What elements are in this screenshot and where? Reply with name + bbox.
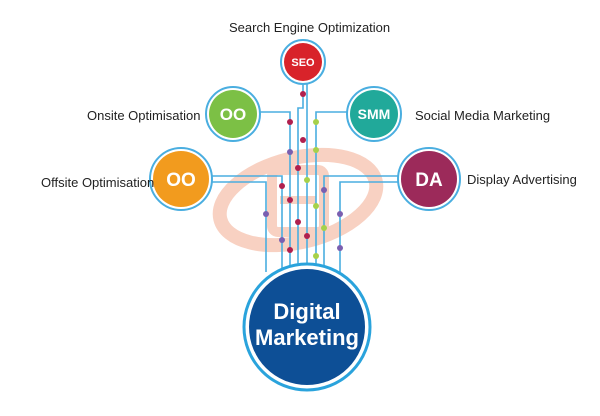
dot (295, 219, 301, 225)
center-title-line2: Marketing (255, 325, 359, 350)
node-seo: SEO (280, 39, 326, 85)
node-seo-abbr: SEO (291, 57, 315, 69)
dot (300, 137, 306, 143)
dot (279, 237, 285, 243)
dot (313, 119, 319, 125)
node-da-circle (401, 151, 457, 207)
dot (337, 211, 343, 217)
dot (279, 183, 285, 189)
node-offsite: OO (149, 147, 213, 211)
label-da: Display Advertising (467, 172, 577, 187)
connector-offsite-inner (210, 181, 267, 272)
node-da-abbr: DA (415, 170, 443, 191)
dot (304, 233, 310, 239)
dot (313, 253, 319, 259)
dot (313, 147, 319, 153)
node-da: DA (397, 147, 461, 211)
dot (263, 211, 269, 217)
node-onsite-circle (209, 90, 257, 138)
dot (287, 119, 293, 125)
node-offsite-circle (153, 151, 209, 207)
dot (313, 203, 319, 209)
dot (287, 197, 293, 203)
dot (295, 165, 301, 171)
node-seo-circle (284, 43, 322, 81)
label-smm: Social Media Marketing (415, 108, 551, 123)
connector-da-inner (339, 181, 400, 272)
node-center: Digital Marketing (242, 262, 372, 392)
node-center-circle (249, 269, 365, 385)
connector-da (323, 175, 400, 270)
dot (287, 247, 293, 253)
node-smm-abbr: SMM (358, 106, 391, 122)
connector-smm (315, 111, 349, 268)
dot (337, 245, 343, 251)
dot (321, 187, 327, 193)
connector-dots (263, 91, 343, 259)
dot (304, 177, 310, 183)
node-onsite-abbr: OO (220, 105, 246, 124)
connector-onsite (259, 111, 291, 268)
label-seo: Search Engine Optimization (229, 20, 391, 35)
node-smm-circle (350, 90, 398, 138)
label-onsite: Onsite Optimisation (87, 108, 201, 123)
center-title-line1: Digital (273, 299, 340, 324)
dot (321, 225, 327, 231)
node-offsite-abbr: OO (166, 170, 196, 191)
dot (287, 149, 293, 155)
node-onsite: OO (205, 86, 261, 142)
dot (300, 91, 306, 97)
label-offsite: Offsite Optimisation (41, 175, 155, 190)
node-smm: SMM (346, 86, 402, 142)
